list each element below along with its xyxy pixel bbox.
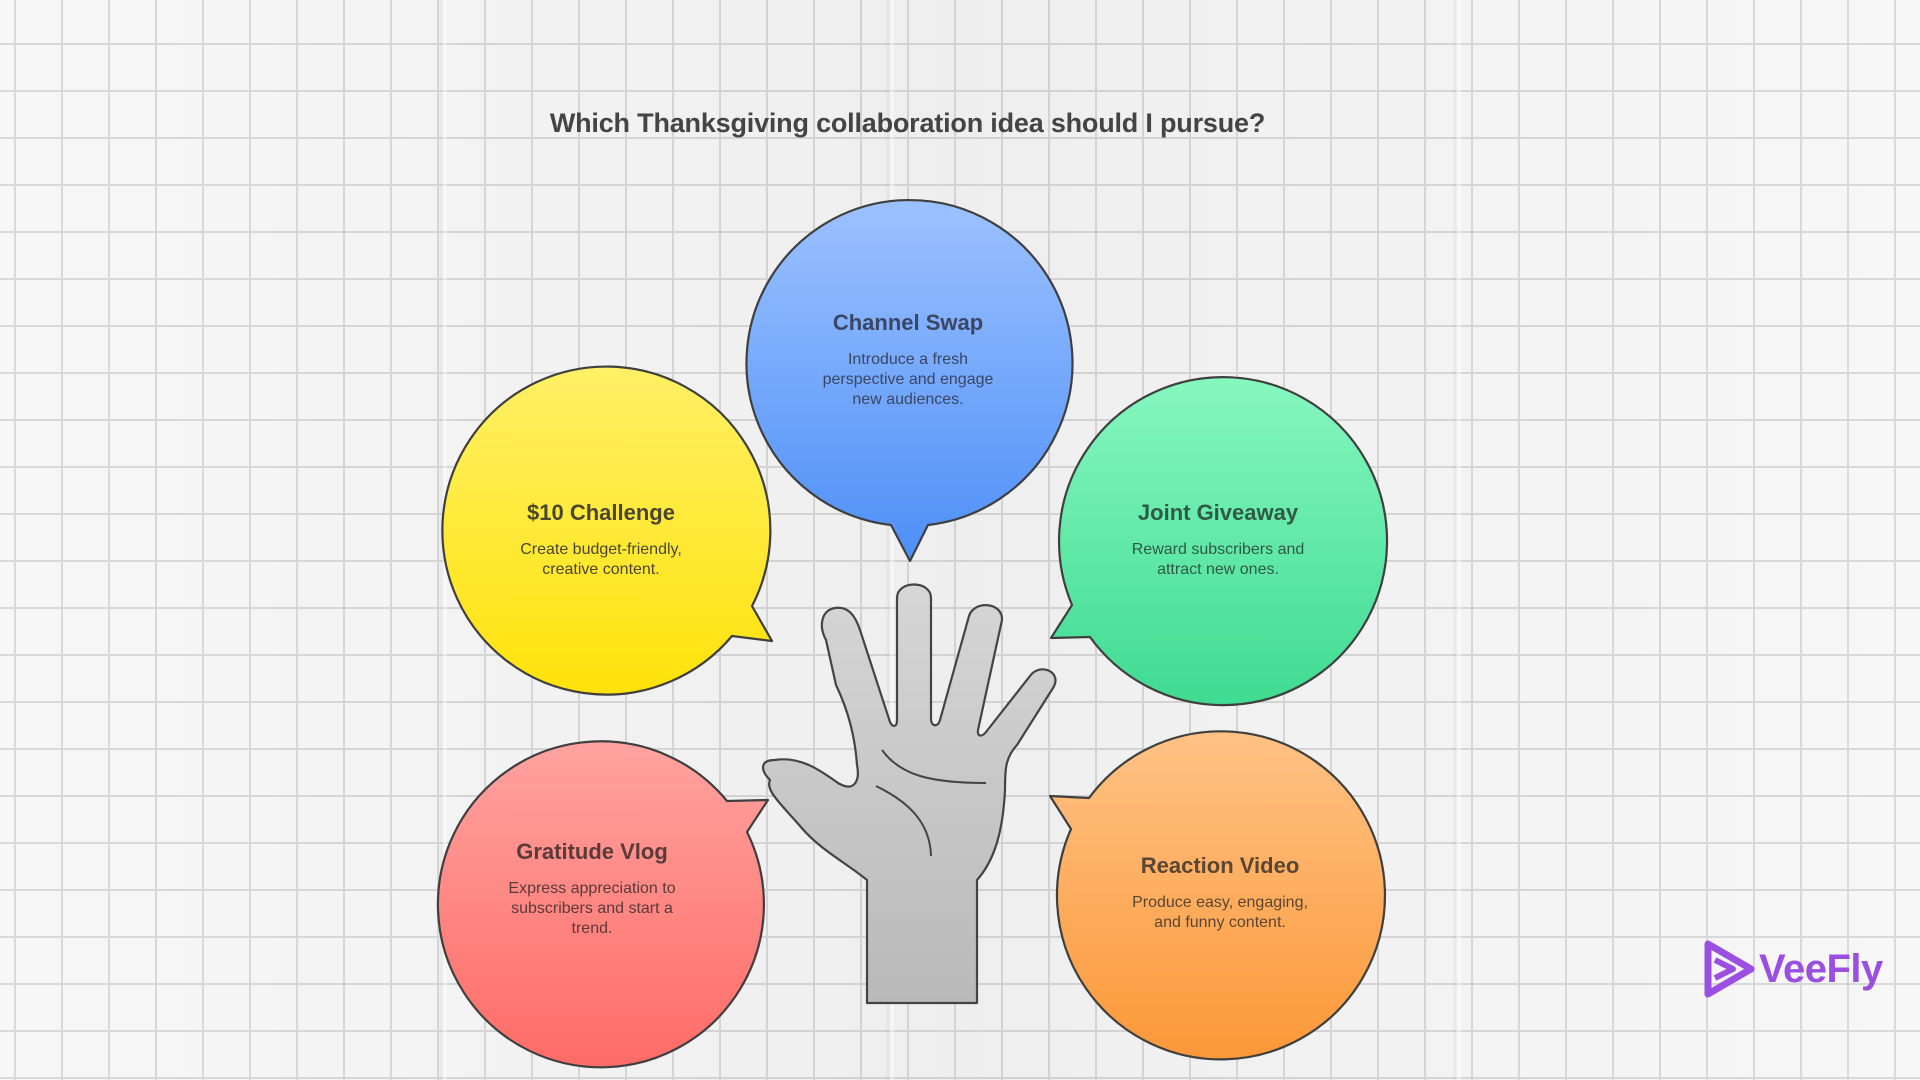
bubble-ten-dollar-challenge	[441, 365, 774, 696]
idea-channel-swap: Channel Swap Introduce a fresh perspecti…	[788, 310, 1028, 410]
play-logo-icon	[1704, 940, 1755, 998]
bubble-reaction-video	[1048, 730, 1387, 1061]
idea-title: $10 Challenge	[527, 500, 675, 525]
page-title: Which Thanksgiving collaboration idea sh…	[549, 108, 1266, 138]
idea-title: Gratitude Vlog	[516, 839, 668, 864]
bubble-channel-swap	[745, 199, 1074, 563]
idea-reaction-video: Reaction Video Produce easy, engaging, a…	[1100, 853, 1340, 933]
idea-title: Joint Giveaway	[1137, 500, 1299, 525]
idea-gratitude-vlog: Gratitude Vlog Express appreciation to s…	[472, 839, 712, 939]
logo-text: VeeFly	[1759, 946, 1883, 991]
idea-description: Produce easy, engaging, and funny conten…	[1132, 894, 1308, 931]
bubble-joint-giveaway	[1049, 376, 1389, 707]
veefly-logo: VeeFly	[1703, 940, 1883, 998]
idea-ten-dollar-challenge: $10 Challenge Create budget-friendly, cr…	[481, 500, 721, 580]
idea-description: Reward subscribers and attract new ones.	[1131, 541, 1305, 578]
paper-crease	[885, 0, 895, 1080]
paper-crease	[1452, 0, 1462, 1080]
idea-description: Create budget-friendly, creative content…	[520, 541, 682, 578]
idea-title: Channel Swap	[832, 310, 984, 335]
open-hand-icon	[762, 583, 1057, 1005]
idea-joint-giveaway: Joint Giveaway Reward subscribers and at…	[1098, 500, 1338, 580]
idea-description: Express appreciation to subscribers and …	[508, 880, 676, 937]
bubble-gratitude-vlog	[436, 740, 770, 1069]
idea-title: Reaction Video	[1140, 853, 1300, 878]
idea-description: Introduce a fresh perspective and engage…	[822, 351, 994, 408]
